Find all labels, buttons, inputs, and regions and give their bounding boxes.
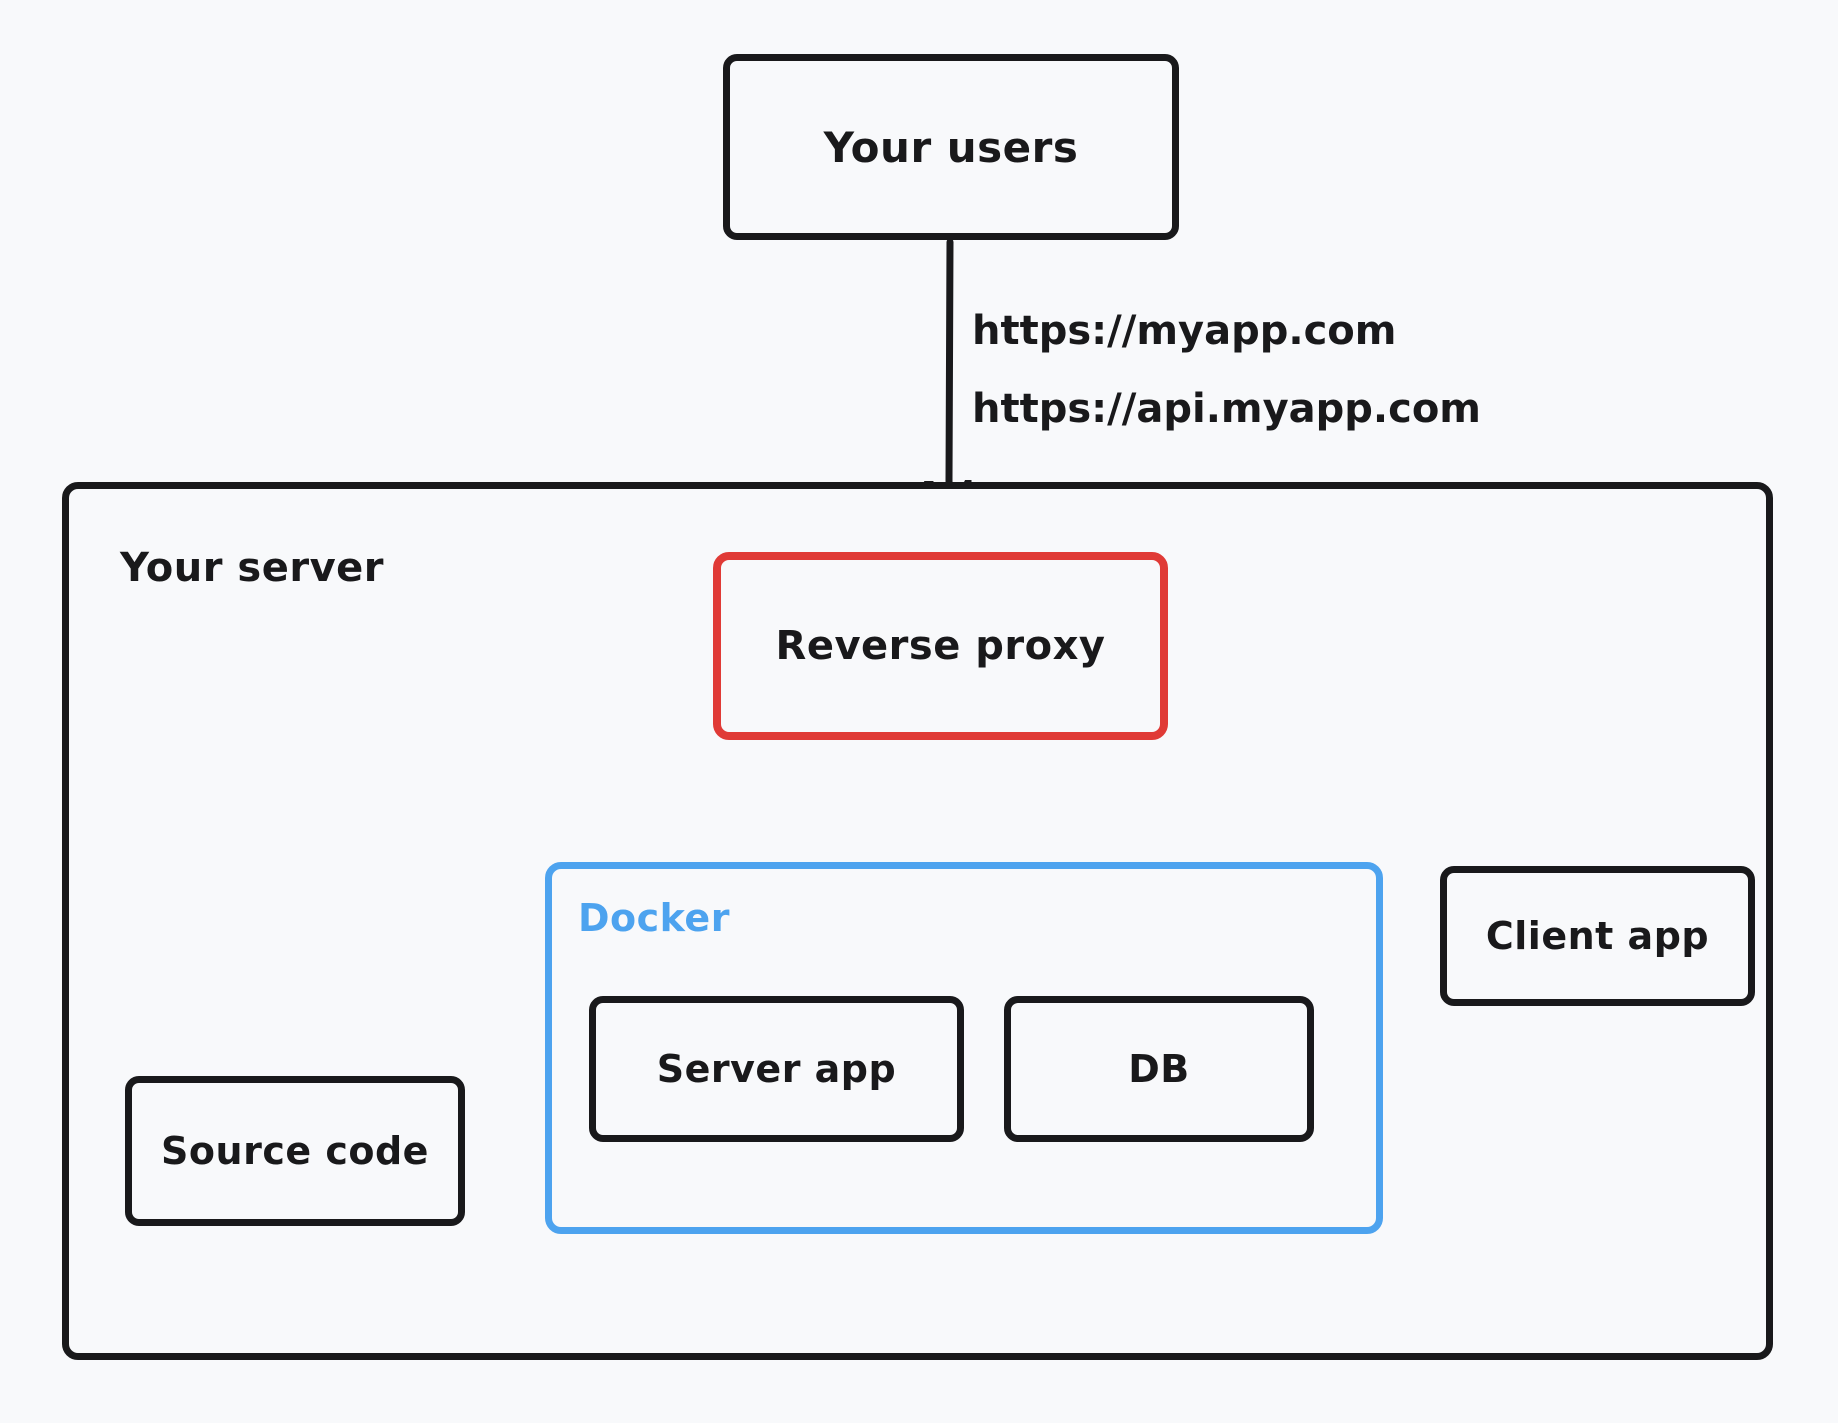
node-reverse-proxy[interactable]: Reverse proxy (713, 552, 1168, 740)
node-your-users-label: Your users (823, 122, 1079, 172)
node-source-code-label: Source code (161, 1129, 429, 1173)
edge-label-url-primary: https://myapp.com (972, 308, 1397, 354)
node-server-app-label: Server app (656, 1047, 897, 1091)
node-server-app[interactable]: Server app (589, 996, 964, 1142)
node-client-app-label: Client app (1485, 914, 1710, 958)
node-reverse-proxy-label: Reverse proxy (775, 623, 1106, 669)
node-your-server-label: Your server (120, 545, 384, 591)
node-client-app[interactable]: Client app (1440, 866, 1755, 1006)
edge-label-url-api: https://api.myapp.com (972, 386, 1481, 432)
node-db-label: DB (1128, 1047, 1190, 1091)
node-docker-label: Docker (578, 896, 730, 940)
node-your-users[interactable]: Your users (723, 54, 1179, 240)
node-source-code[interactable]: Source code (125, 1076, 465, 1226)
node-db[interactable]: DB (1004, 996, 1314, 1142)
